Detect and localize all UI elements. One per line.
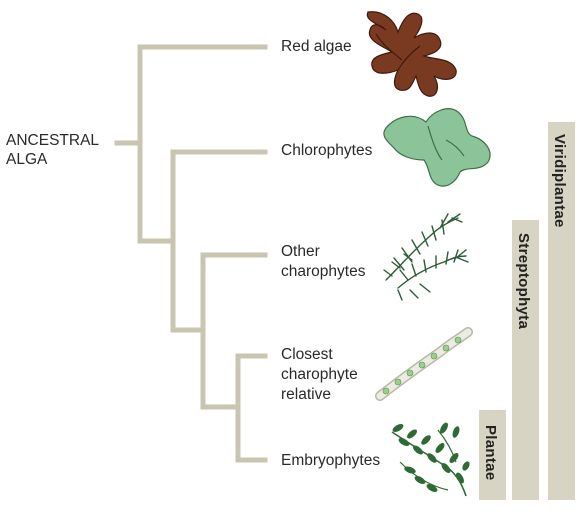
taxon-label-closest-charophyte: Closest charophyte relative bbox=[281, 346, 358, 403]
embryophytes-image bbox=[391, 422, 470, 497]
clade-bar-viridiplantae bbox=[548, 122, 575, 500]
taxon-label-other-charophytes: Other charophytes bbox=[281, 243, 366, 280]
other-charophytes-image bbox=[383, 213, 469, 301]
clade-bar-plantae bbox=[479, 410, 506, 500]
clade-bar-streptophyta bbox=[512, 220, 539, 500]
clade-label-plantae: Plantae bbox=[482, 425, 499, 481]
red-algae-image bbox=[366, 11, 457, 97]
root-label: ANCESTRAL ALGA bbox=[6, 132, 100, 168]
taxon-label-embryophytes: Embryophytes bbox=[281, 452, 381, 469]
clade-label-streptophyta: Streptophyta bbox=[515, 233, 532, 330]
closest-charophyte-image bbox=[375, 327, 473, 401]
clade-label-viridiplantae: Viridiplantae bbox=[551, 134, 568, 228]
taxon-label-chlorophytes: Chlorophytes bbox=[281, 142, 373, 159]
taxon-label-red-algae: Red algae bbox=[281, 38, 352, 55]
chlorophytes-image bbox=[383, 108, 491, 187]
